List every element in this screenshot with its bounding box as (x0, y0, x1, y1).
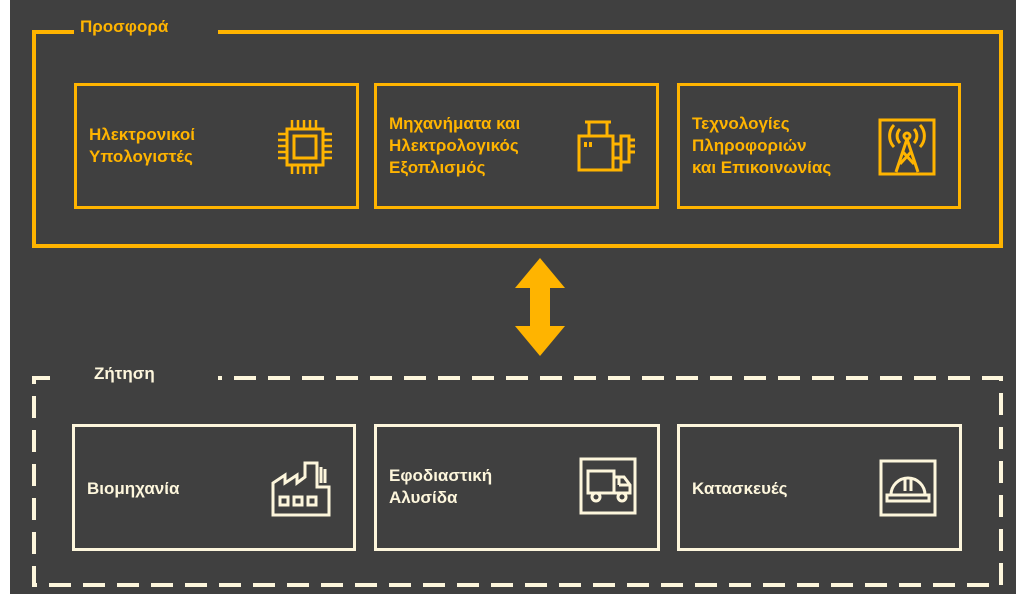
machinery-icon (577, 120, 635, 172)
card-label: Κατασκευές (692, 479, 788, 498)
factory-icon (271, 461, 331, 517)
double-arrow-icon (515, 258, 565, 356)
supply-card-computers: Ηλεκτρονικοί Υπολογιστές (74, 83, 359, 209)
supply-card-ict: Τεχνολογίες Πληροφοριών και Επικοινωνίας (677, 83, 961, 209)
hard-hat-icon (879, 459, 937, 517)
card-label: Εφοδιαστική Αλυσίδα (389, 466, 493, 507)
cpu-chip-icon (278, 120, 332, 174)
delivery-truck-icon (579, 457, 637, 515)
demand-card-logistics: Εφοδιαστική Αλυσίδα (374, 424, 660, 551)
antenna-tower-icon (878, 118, 936, 176)
demand-card-construction: Κατασκευές (677, 424, 962, 551)
diagram-canvas: Προσφορά Ηλεκτρονικοί Υπολογιστές Μηχανή… (10, 0, 1016, 594)
card-label: Ηλεκτρονικοί Υπολογιστές (89, 125, 195, 166)
demand-title: Ζήτηση (88, 364, 161, 384)
card-label: Τεχνολογίες Πληροφοριών και Επικοινωνίας (692, 114, 832, 177)
supply-title: Προσφορά (74, 17, 175, 37)
card-label: Μηχανήματα και Ηλεκτρολογικός Εξοπλισμός (389, 114, 521, 177)
card-label: Βιομηχανία (87, 479, 180, 498)
supply-card-machinery: Μηχανήματα και Ηλεκτρολογικός Εξοπλισμός (374, 83, 659, 209)
demand-card-industry: Βιομηχανία (72, 424, 356, 551)
